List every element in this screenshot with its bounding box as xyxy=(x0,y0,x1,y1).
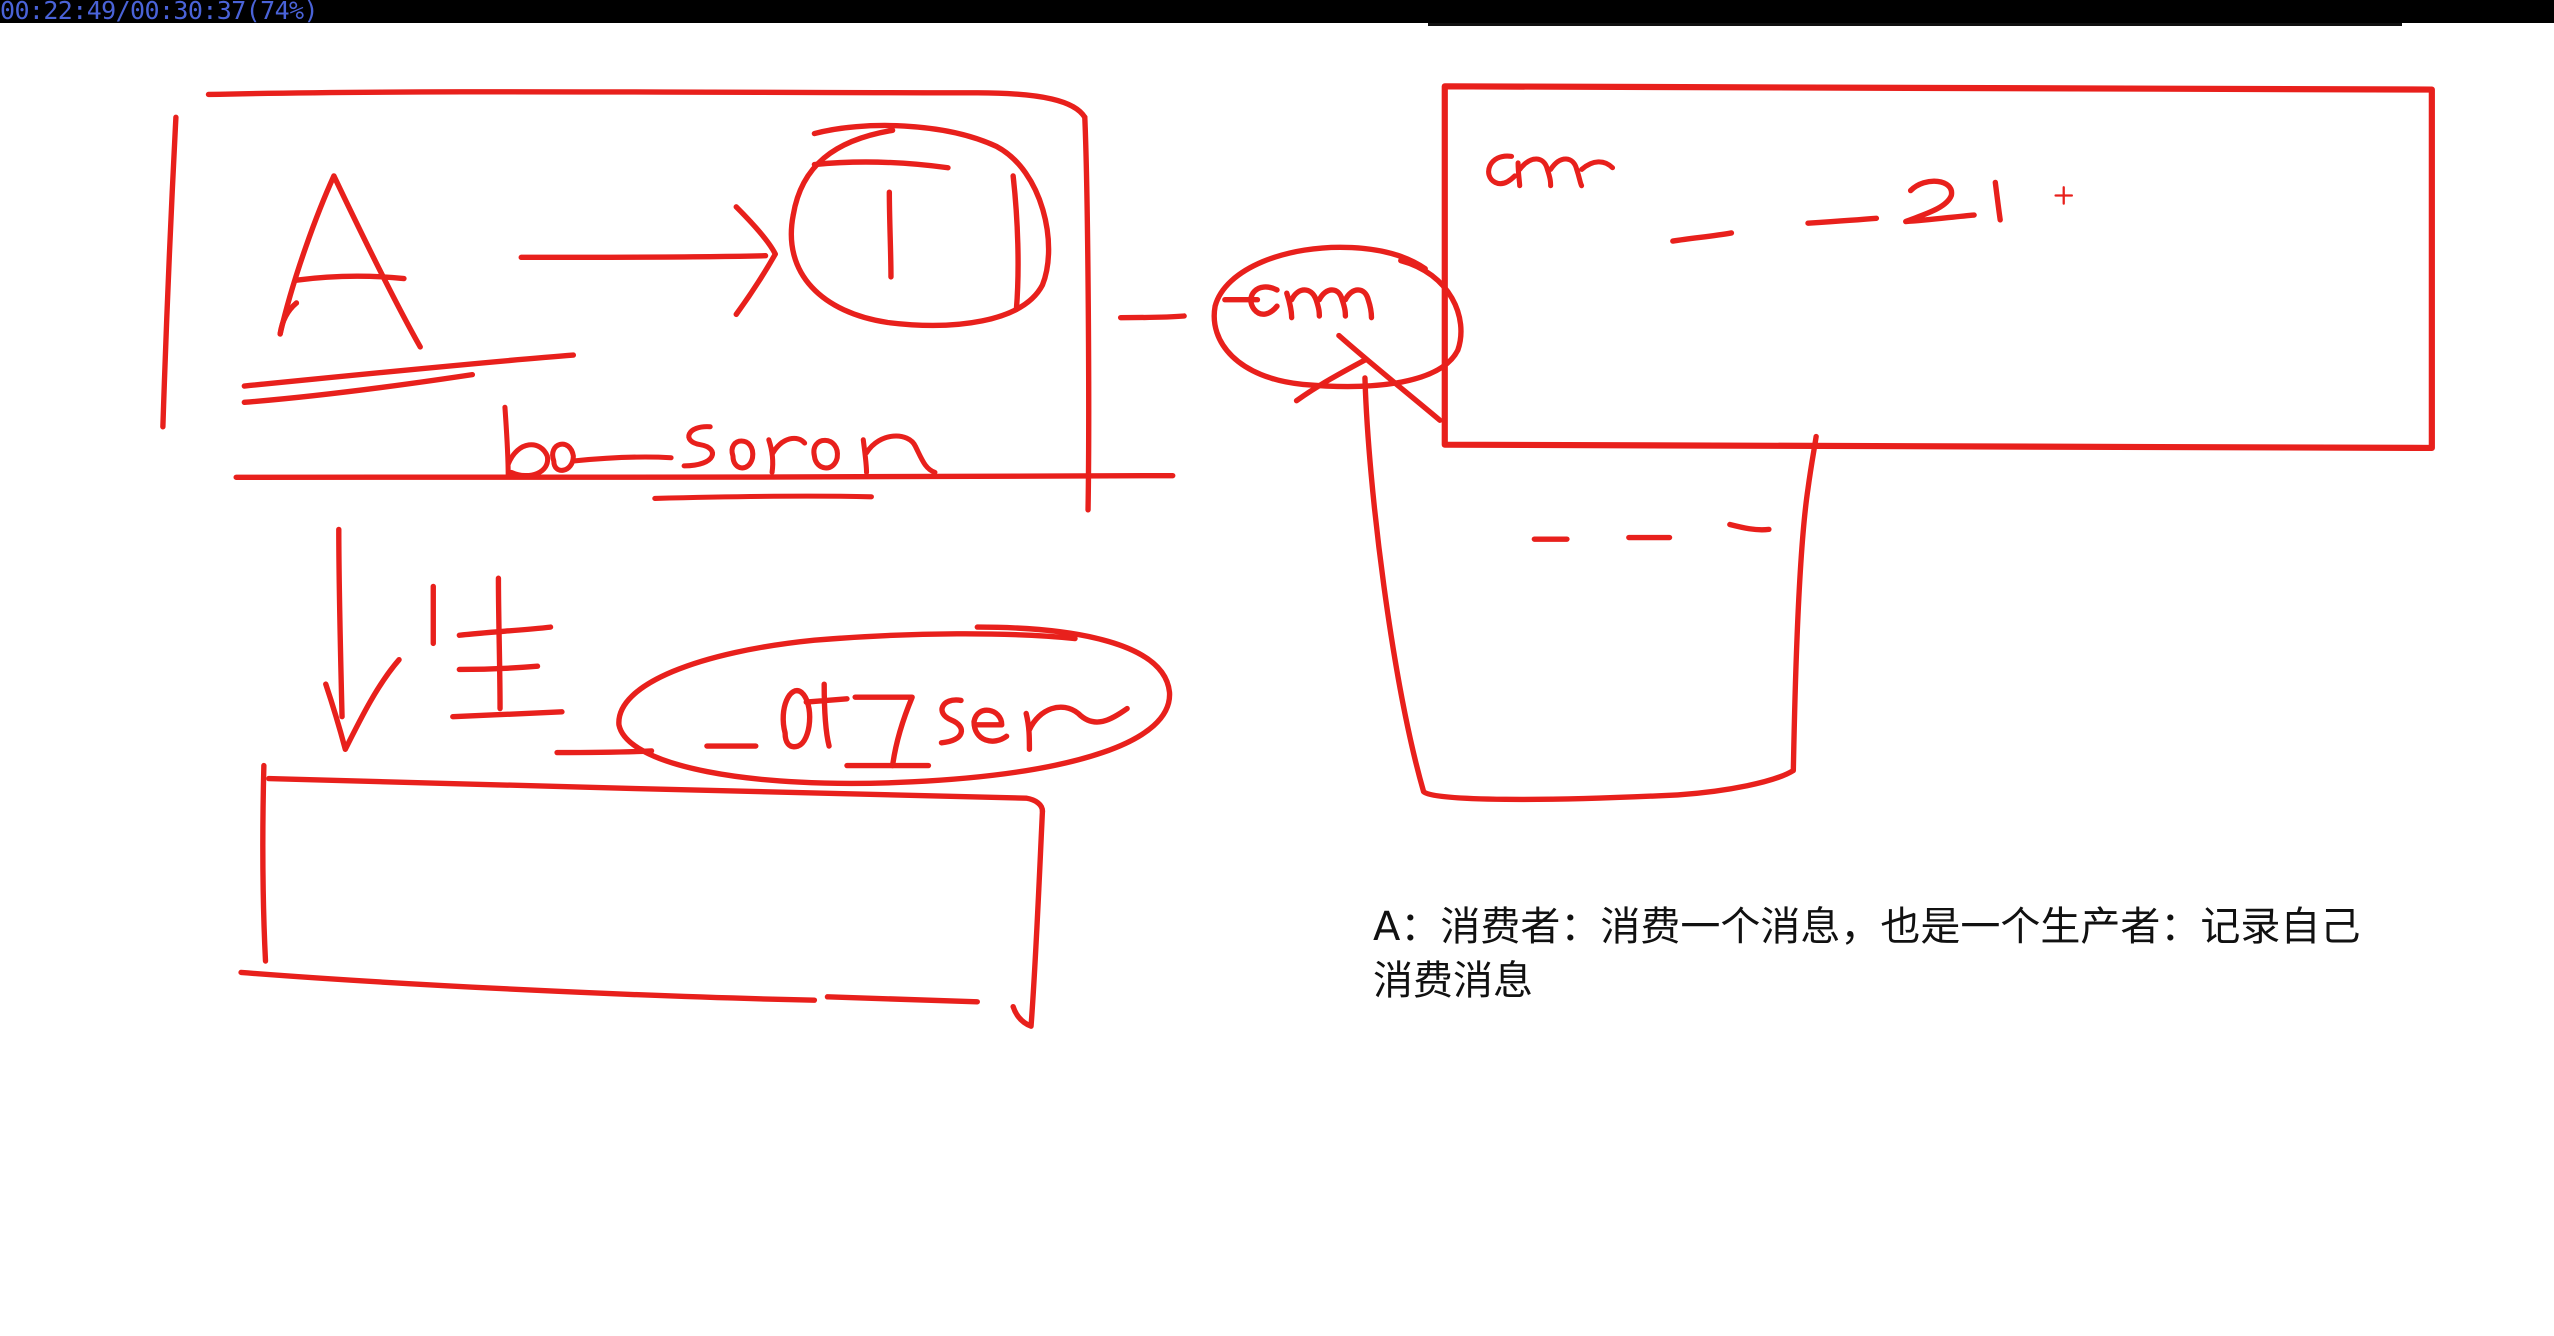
handwritten-sheng-character xyxy=(430,575,565,720)
dash-scribble xyxy=(1805,215,1880,226)
box-left-edge xyxy=(260,762,269,964)
box-bottom-edge xyxy=(238,969,818,1003)
annotation-line: A：消费者：消费一个消息，也是一个生产者：记录自己 xyxy=(1373,904,2361,950)
cm-scribble xyxy=(1486,153,1616,189)
cm-ellipse-sketch xyxy=(1211,244,1464,390)
annotation-line: 消费消息 xyxy=(1373,958,1533,1004)
playback-status-bar: 00:22:49/00:30:37(74%) xyxy=(0,0,2554,23)
box-bottom-edge-tail xyxy=(824,994,980,1005)
cross-lines-sketch xyxy=(1293,332,1443,423)
arrow-right-sketch xyxy=(518,204,779,318)
box-top-edge xyxy=(205,89,1088,120)
number-scribble xyxy=(1903,178,1977,225)
offset-ellipse-sketch xyxy=(554,624,1173,787)
bottom-box-sketch xyxy=(238,762,1046,1029)
box-top-edge xyxy=(266,775,1046,814)
handwritten-scribble-under-box xyxy=(502,404,938,501)
storage-box-sketch xyxy=(1441,83,2435,452)
topic-ellipse-sketch xyxy=(788,122,1052,329)
box-bottom-edge xyxy=(233,472,1176,480)
top-divider-line xyxy=(1428,23,2402,26)
storage-box-outline xyxy=(1441,83,2435,452)
box-right-edge xyxy=(1082,114,1092,513)
a-underline-strokes xyxy=(241,352,577,406)
consumer-box-sketch xyxy=(160,89,1176,513)
arrow-down-sketch xyxy=(323,526,402,752)
handwritten-a-sketch xyxy=(277,173,423,350)
playback-time-readout: 00:22:49/00:30:37(74%) xyxy=(0,0,319,23)
box-left-edge xyxy=(160,114,179,430)
box-right-edge xyxy=(1010,808,1046,1029)
dash-scribble xyxy=(1670,230,1735,244)
connector-dash xyxy=(1117,313,1187,321)
cup-shape-sketch xyxy=(1362,375,1819,803)
annotation-note: A：消费者：消费一个消息，也是一个生产者：记录自己 消费消息 xyxy=(1373,900,2360,1008)
number-scribble xyxy=(1992,179,2003,223)
cursor-crosshair-icon xyxy=(2054,186,2074,205)
